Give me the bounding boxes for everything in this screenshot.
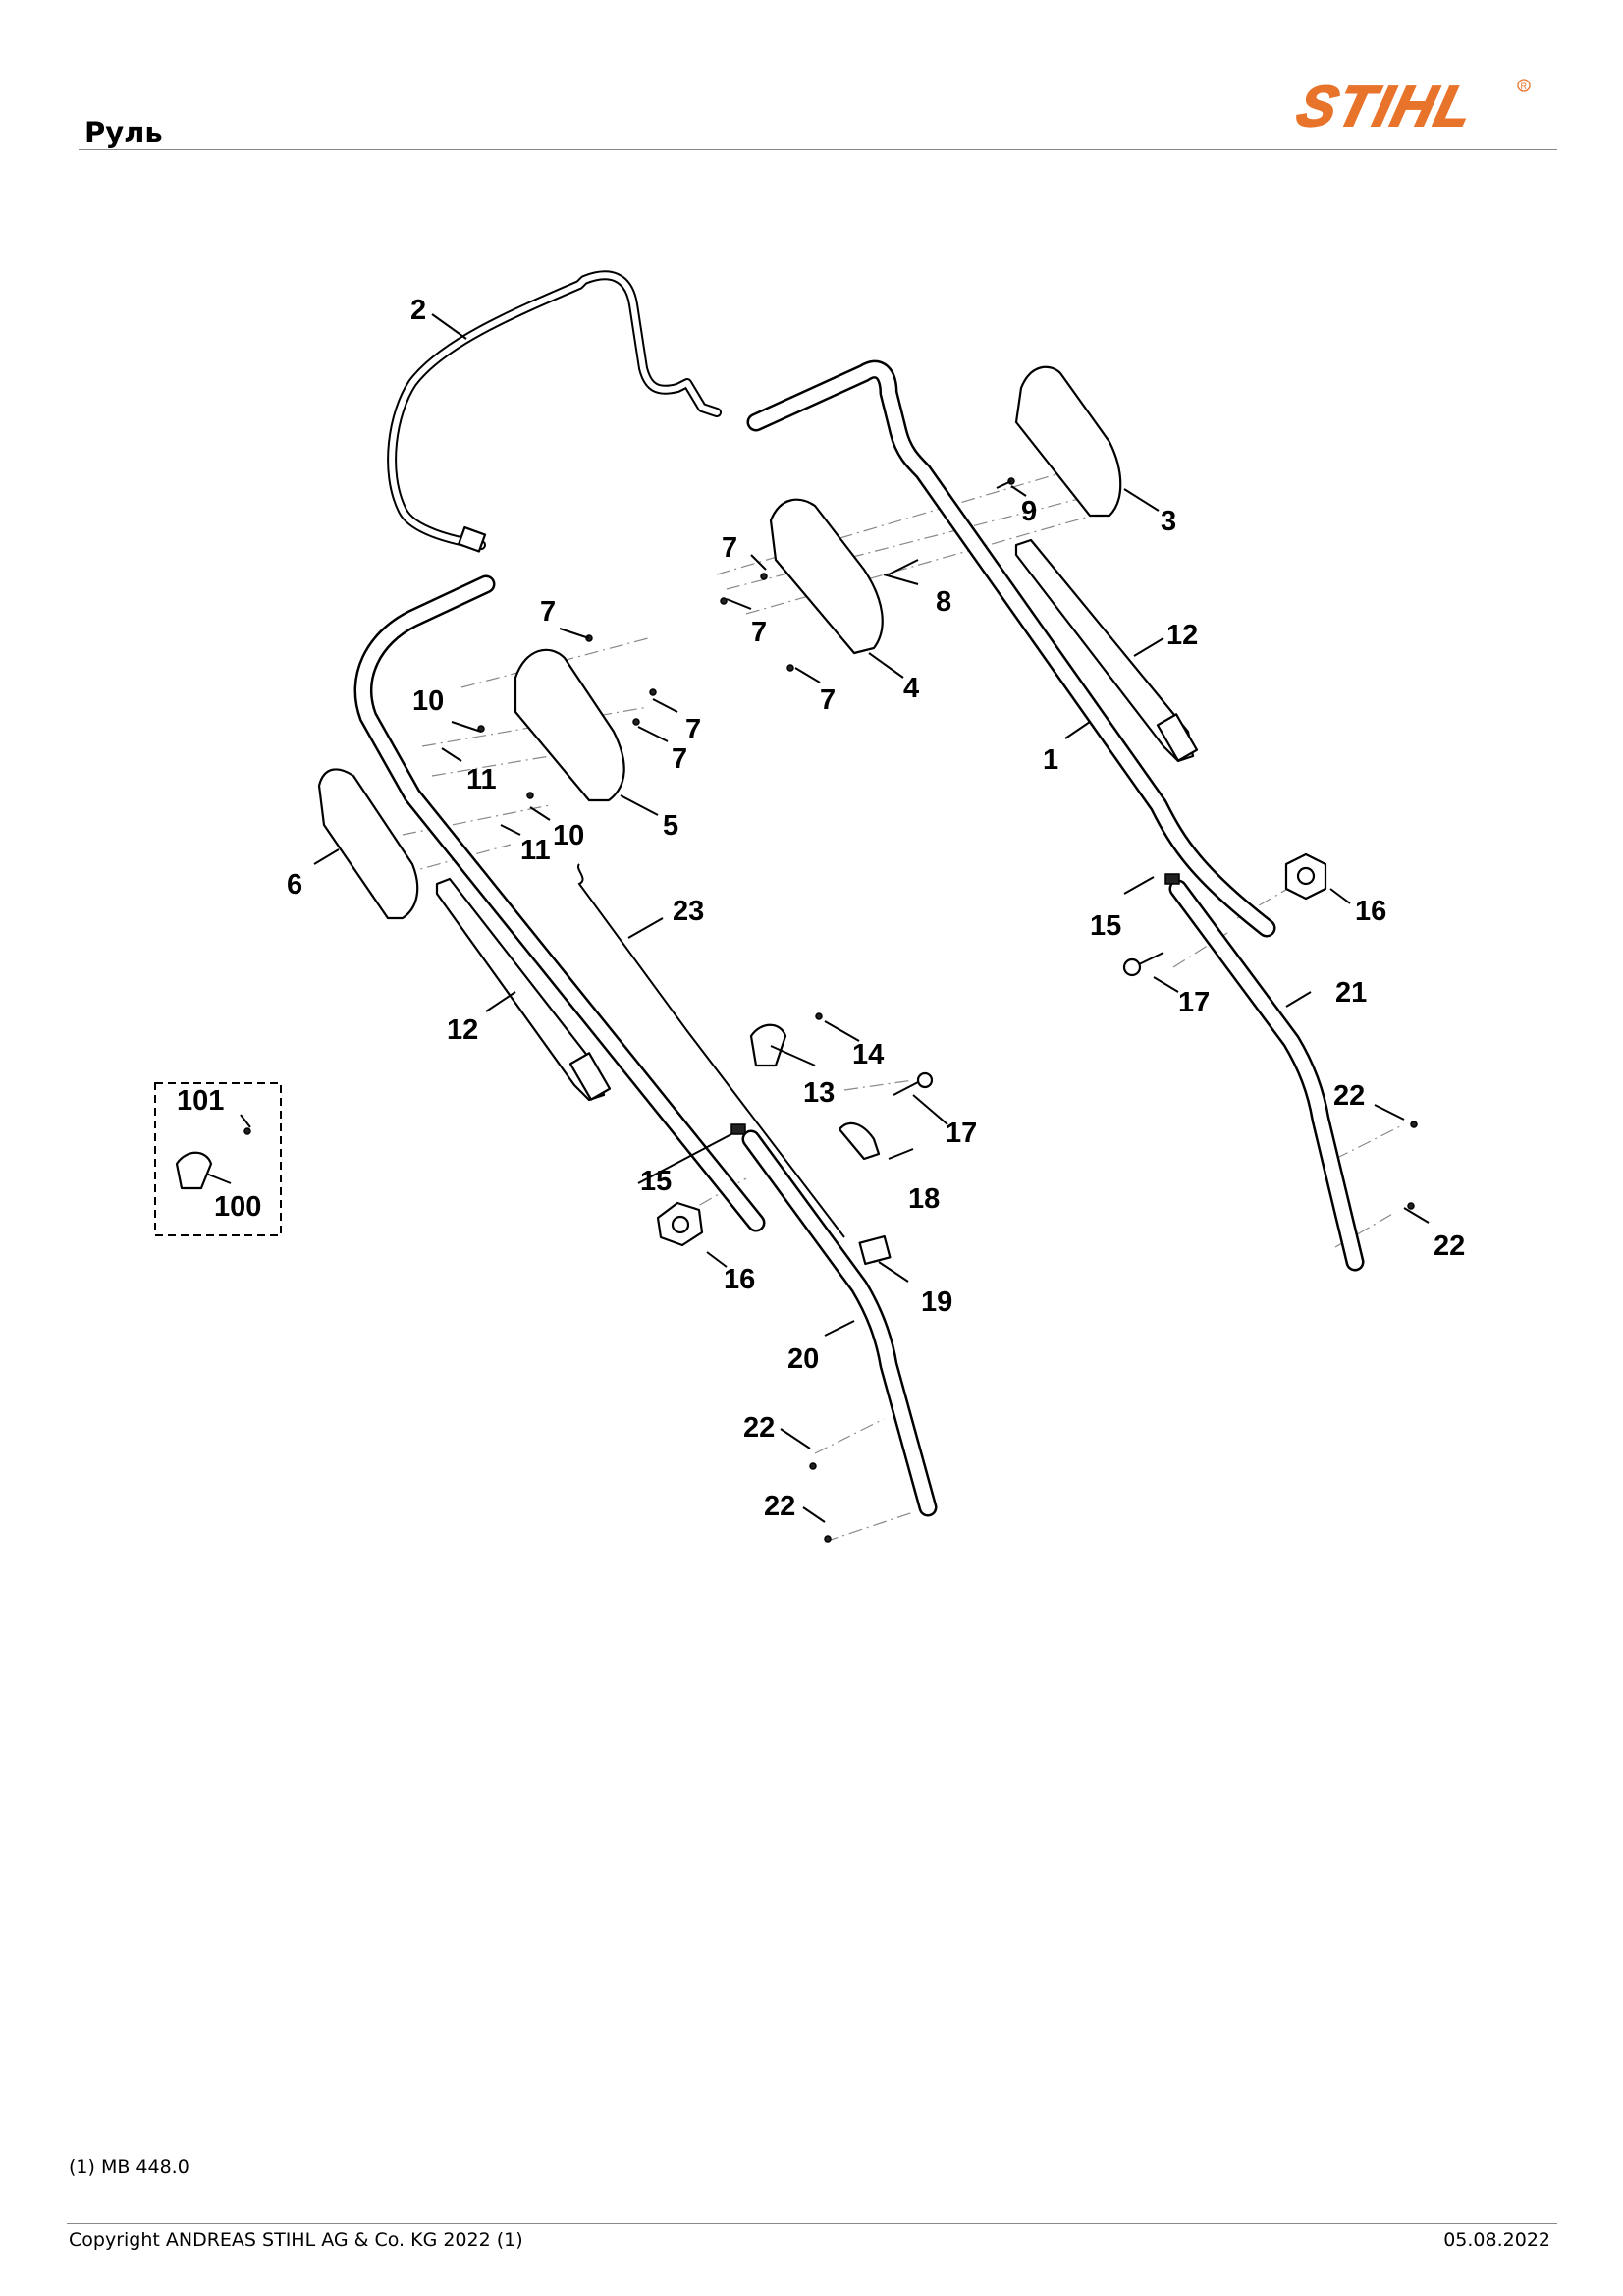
copyright-text: Copyright ANDREAS STIHL AG & Co. KG 2022… <box>69 2229 523 2251</box>
callout-100: 100 <box>214 1191 261 1223</box>
part-12-guide-rail-right <box>1014 538 1199 763</box>
part-23-cable <box>576 863 845 1238</box>
part-17-bolt-right <box>1122 952 1164 977</box>
callout-2: 2 <box>410 295 426 326</box>
part-1-upper-handle-left <box>353 574 766 1232</box>
callout-16: 16 <box>724 1264 755 1295</box>
callout-15: 15 <box>1090 910 1121 942</box>
part-5-console <box>514 648 625 802</box>
part-13-knob <box>749 1023 787 1067</box>
part-20-lower-tube-left <box>741 1129 938 1517</box>
logo-text: STIHL <box>1291 76 1481 137</box>
screws <box>243 477 1418 1543</box>
callout-22: 22 <box>743 1412 775 1444</box>
part-19-clip <box>858 1234 892 1266</box>
part-21-lower-tube-right <box>1168 879 1365 1272</box>
callout-20: 20 <box>787 1343 819 1375</box>
callout-19: 19 <box>921 1286 952 1318</box>
callout-11: 11 <box>466 764 497 795</box>
svg-text:R: R <box>1521 82 1528 91</box>
callout-18: 18 <box>908 1183 940 1215</box>
logo-wordmark: STIHL <box>1290 75 1482 139</box>
callout-16: 16 <box>1355 896 1386 927</box>
part-1-upper-handle-right <box>746 359 1276 938</box>
part-2-bail-wire <box>387 270 722 553</box>
part-100-knob <box>175 1151 213 1190</box>
stihl-logo: STIHL R <box>1278 71 1539 139</box>
callout-22: 22 <box>1333 1080 1365 1112</box>
callout-6: 6 <box>287 869 302 901</box>
callout-17: 17 <box>1178 987 1210 1018</box>
callout-11: 11 <box>520 835 551 866</box>
callout-7: 7 <box>540 596 556 628</box>
callout-8: 8 <box>936 586 951 618</box>
leader-lines <box>205 313 1430 1523</box>
callout-15: 15 <box>640 1166 672 1197</box>
kit-box-100-101 <box>154 1082 282 1236</box>
callout-10: 10 <box>412 685 444 717</box>
callout-7: 7 <box>685 714 701 745</box>
callout-7: 7 <box>672 743 687 775</box>
part-6-cover <box>317 768 419 920</box>
footer-date: 05.08.2022 <box>1443 2229 1550 2251</box>
callout-23: 23 <box>673 896 704 927</box>
footer-divider <box>67 2223 1557 2224</box>
callout-22: 22 <box>764 1491 795 1522</box>
part-16-star-knob-left <box>656 1201 704 1247</box>
callout-1: 1 <box>1043 744 1058 776</box>
footnote: (1) MB 448.0 <box>69 2157 189 2178</box>
part-15-spring-right <box>1164 873 1180 885</box>
callout-13: 13 <box>803 1077 835 1109</box>
callout-7: 7 <box>820 684 836 716</box>
part-17-bolt-left <box>893 1071 934 1096</box>
callout-12: 12 <box>1166 620 1198 651</box>
header-divider <box>79 149 1557 150</box>
part-8-pin <box>888 559 919 575</box>
callout-12: 12 <box>447 1014 478 1046</box>
part-3-cover <box>1014 365 1122 518</box>
callout-21: 21 <box>1335 977 1367 1009</box>
callout-7: 7 <box>722 532 737 564</box>
callout-22: 22 <box>1434 1230 1465 1262</box>
callout-labels: 2 3 9 7 8 7 12 4 7 7 1 10 7 7 11 5 10 11… <box>177 295 1465 1522</box>
part-4-cover <box>769 498 884 655</box>
callout-101: 101 <box>177 1085 224 1117</box>
callout-4: 4 <box>903 673 919 704</box>
callout-3: 3 <box>1161 506 1176 537</box>
part-15-spring-left <box>730 1123 746 1135</box>
part-12-guide-rail-left <box>435 877 612 1102</box>
callout-17: 17 <box>946 1118 977 1149</box>
callout-10: 10 <box>553 820 584 851</box>
callout-7: 7 <box>751 617 767 648</box>
callout-9: 9 <box>1021 496 1037 527</box>
page-title: Руль <box>84 116 163 149</box>
callout-5: 5 <box>663 810 678 842</box>
callout-14: 14 <box>852 1039 884 1070</box>
part-16-star-knob-right <box>1284 852 1327 901</box>
part-18-lever <box>838 1121 881 1161</box>
